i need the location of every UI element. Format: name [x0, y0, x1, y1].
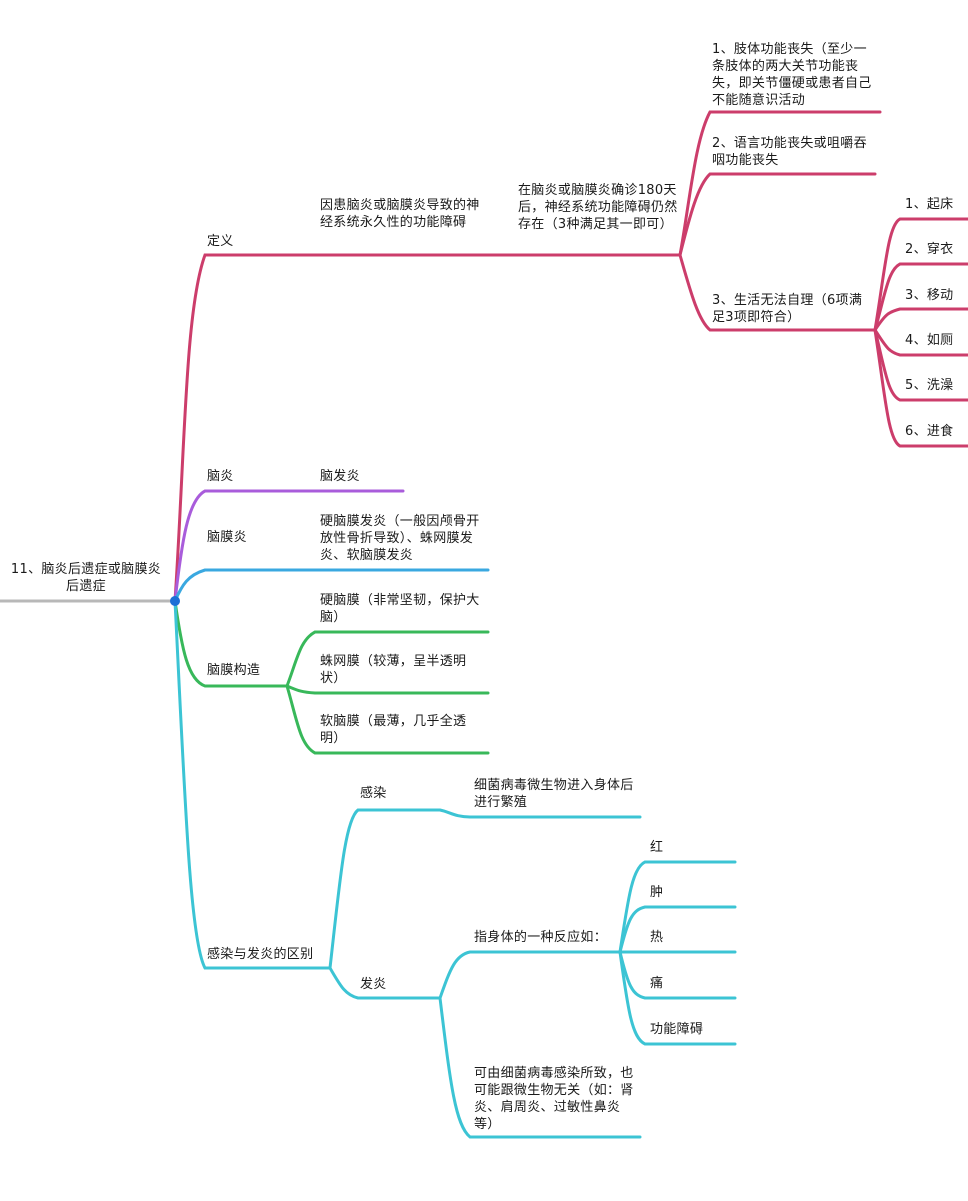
meninges-item: 硬脑膜（非常坚韧，保护大脑） — [320, 593, 480, 625]
encephalitis-branch-line — [173, 489, 405, 603]
reaction-item-line-2 — [618, 905, 737, 954]
definition-detail: 因患脑炎或脑膜炎导致的神经系统永久性的功能障碍 — [320, 198, 480, 230]
selfcare-item: 2、穿衣 — [905, 242, 954, 257]
difference-label: 感染与发炎的区别 — [207, 947, 314, 962]
definition-item-limb: 1、肢体功能丧失（至少一条肢体的两大关节功能丧失，即关节僵硬或患者自己不能随意识… — [712, 42, 872, 108]
inflammation-branch-line — [328, 966, 442, 1000]
infection-detail: 细菌病毒微生物进入身体后进行繁殖 — [474, 778, 634, 810]
selfcare-item-line-6 — [873, 328, 968, 448]
reaction-item: 热 — [650, 930, 664, 945]
selfcare-item-line-2 — [873, 262, 968, 332]
selfcare-item-line-3 — [873, 307, 968, 332]
meninges-item: 蛛网膜（较薄，呈半透明状） — [320, 654, 467, 686]
meninges-item: 软脑膜（最薄，几乎全透明） — [320, 714, 467, 746]
definition-label: 定义 — [207, 234, 234, 249]
inflammation-label: 发炎 — [360, 977, 387, 992]
selfcare-item: 6、进食 — [905, 424, 954, 439]
definition-item-selfcare: 3、生活无法自理（6项满足3项即符合） — [712, 293, 863, 325]
encephalitis-label: 脑炎 — [207, 469, 234, 484]
meninges-branch-line — [173, 599, 289, 688]
selfcare-item-line-1 — [873, 217, 968, 332]
definition-item-speech: 2、语言功能丧失或咀嚼吞咽功能丧失 — [712, 136, 867, 168]
infection-branch-line — [328, 808, 642, 970]
selfcare-item: 1、起床 — [905, 197, 954, 212]
speech-branch-line — [678, 172, 877, 257]
root-topic: 11、脑炎后遗症或脑膜炎后遗症 — [10, 562, 162, 594]
reaction-item: 功能障碍 — [650, 1022, 704, 1037]
pia-line — [285, 684, 490, 755]
arachnoid-line — [285, 684, 490, 695]
reaction-item-line-4 — [618, 950, 737, 1000]
definition-condition: 在脑炎或脑膜炎确诊180天后，神经系统功能障碍仍然存在（3种满足其一即可） — [518, 183, 678, 232]
definition-branch-line — [173, 253, 682, 603]
reaction-branch-line — [438, 950, 622, 1000]
reaction-item: 红 — [650, 840, 664, 855]
dura-line — [285, 630, 490, 688]
reaction-item: 痛 — [650, 976, 664, 991]
selfcare-item: 4、如厕 — [905, 333, 954, 348]
inflammation-cause: 可由细菌病毒感染所致，也可能跟微生物无关（如：肾炎、肩周炎、过敏性鼻炎等） — [474, 1066, 634, 1132]
difference-branch-line — [173, 599, 332, 970]
selfcare-item: 3、移动 — [905, 288, 954, 303]
limb-branch-line — [678, 110, 882, 257]
meningitis-label: 脑膜炎 — [207, 530, 247, 545]
reaction-item: 肿 — [650, 885, 664, 900]
selfcare-branch-line — [678, 253, 877, 332]
root-node-dot — [170, 596, 180, 606]
reaction-item-line-1 — [618, 860, 737, 954]
reaction-item-line-5 — [618, 950, 737, 1046]
meningitis-detail: 硬脑膜发炎（一般因颅骨开放性骨折导致）、蛛网膜发炎、软脑膜发炎 — [320, 514, 480, 563]
selfcare-item: 5、洗澡 — [905, 378, 954, 393]
cause-branch-line — [438, 996, 642, 1139]
meningitis-branch-line — [173, 568, 490, 603]
selfcare-item-line-4 — [873, 328, 968, 357]
inflammation-reaction: 指身体的一种反应如： — [474, 930, 608, 945]
meninges-label: 脑膜构造 — [207, 663, 261, 678]
encephalitis-detail: 脑发炎 — [320, 469, 360, 484]
infection-label: 感染 — [360, 786, 387, 801]
